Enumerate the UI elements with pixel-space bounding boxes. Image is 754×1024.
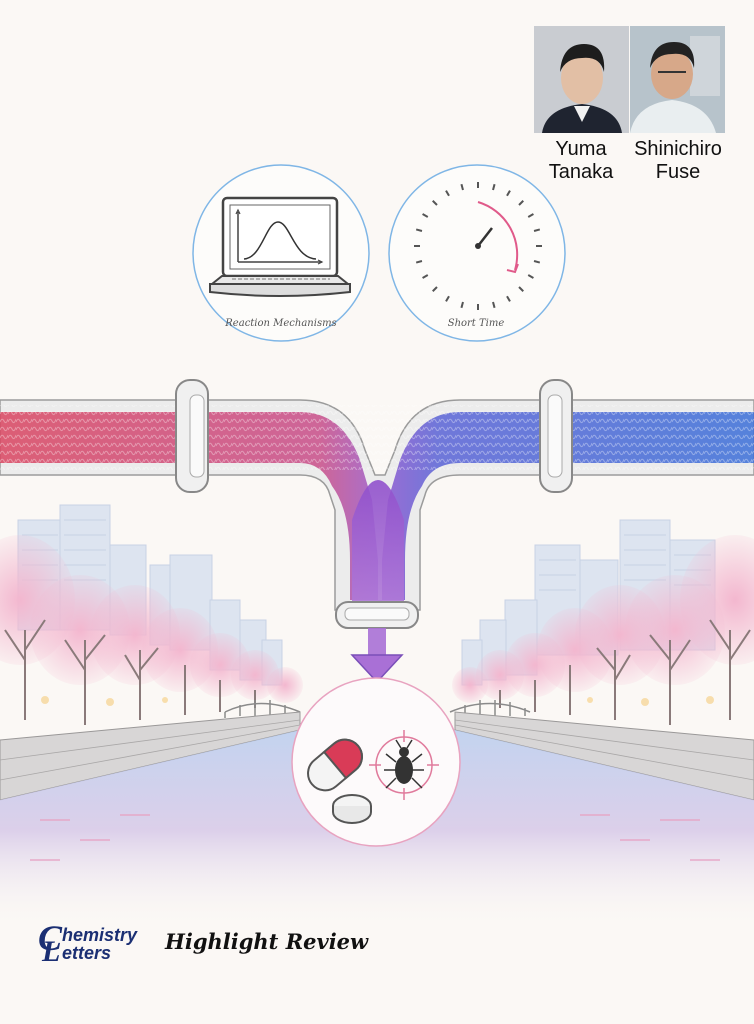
author-name-1: Yuma Tanaka: [548, 138, 614, 183]
review-type-title: Highlight Review: [165, 929, 369, 954]
author-photo-2: [630, 26, 725, 133]
short-time-circle: [388, 164, 566, 342]
stopwatch-tick: [422, 213, 429, 218]
stopwatch-tick: [445, 190, 450, 197]
journal-logo: C L hemistry etters: [38, 920, 158, 968]
stopwatch-tick: [527, 213, 534, 218]
bridges: [224, 700, 531, 718]
logo-line-2: etters: [62, 943, 112, 963]
product-circle: [291, 677, 461, 847]
logo-initial-c: C: [38, 918, 63, 958]
stopwatch-tick: [432, 200, 438, 206]
stopwatch-tick: [445, 295, 450, 302]
stopwatch-tick: [415, 228, 423, 232]
flow-pipe: [0, 379, 754, 629]
cherry-blossom-trees: [0, 535, 754, 725]
stopwatch-tick: [460, 301, 464, 309]
logo-line-1: hemistry: [62, 925, 138, 945]
author-name-2: Shinichiro Fuse: [634, 138, 722, 183]
reaction-mechanisms-label: Reaction Mechanisms: [225, 318, 337, 329]
stopwatch-tick: [415, 260, 423, 264]
tablet-icon: [332, 794, 372, 824]
logo-initial-l: L: [42, 935, 61, 968]
stopwatch-tick: [422, 274, 429, 279]
laptop-graph-icon: [209, 196, 351, 297]
stopwatch-icon: [414, 182, 542, 310]
stopwatch-tick: [527, 274, 534, 279]
down-arrow: [350, 628, 404, 684]
stopwatch-tick: [460, 183, 464, 191]
capsule-icon: [307, 738, 363, 792]
stopwatch-tick: [518, 286, 524, 292]
stopwatch-tick: [432, 286, 438, 292]
insect-target-icon: [369, 730, 439, 800]
river-embankments: [0, 711, 754, 801]
water-reflections: [30, 814, 720, 861]
stopwatch-tick: [533, 260, 541, 264]
stopwatch-tick: [506, 295, 511, 302]
author-photo-1: [534, 26, 629, 133]
stopwatch-tick: [492, 183, 496, 191]
short-time-label: Short Time: [447, 318, 505, 329]
stopwatch-tick: [506, 190, 511, 197]
stopwatch-tick: [518, 200, 524, 206]
stopwatch-tick: [533, 228, 541, 232]
stopwatch-tick: [492, 301, 496, 309]
reaction-mechanisms-circle: [192, 164, 370, 342]
